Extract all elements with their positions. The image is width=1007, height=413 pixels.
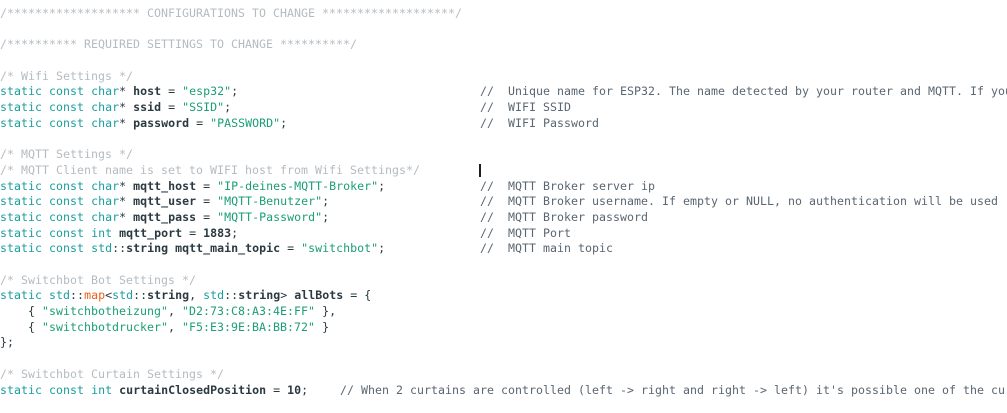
code-line[interactable]: static const char* mqtt_host = "IP-deine…	[0, 179, 1007, 195]
code-text: static const char* ssid = "SSID";	[0, 100, 232, 115]
code-text: static std::map<std::string, std::string…	[0, 288, 372, 303]
inline-comment: // MQTT Broker server ip	[480, 178, 656, 193]
code-text: /* MQTT Client name is set to WIFI host …	[0, 162, 421, 177]
code-line[interactable]: static const char* mqtt_user = "MQTT-Ben…	[0, 194, 1007, 210]
code-text: static const int mqtt_port = 1883;	[0, 225, 239, 240]
trailing-comment: // When 2 curtains are controlled (left …	[340, 382, 1007, 397]
code-text: /* MQTT Settings */	[0, 147, 134, 162]
code-text: static const char* host = "esp32";	[0, 84, 239, 99]
code-line[interactable]: /******************* CONFIGURATIONS TO C…	[0, 6, 1007, 22]
code-line[interactable]	[0, 53, 1007, 69]
code-line[interactable]: };	[0, 335, 1007, 351]
code-text: static const std::string mqtt_main_topic…	[0, 241, 386, 256]
code-line[interactable]: /* Switchbot Curtain Settings */	[0, 367, 1007, 383]
code-line[interactable]: { "switchbotdrucker", "F5:E3:9E:BA:BB:72…	[0, 320, 1007, 336]
code-text: static const char* mqtt_host = "IP-deine…	[0, 178, 386, 193]
code-line[interactable]: static const int mqtt_port = 1883; // MQT…	[0, 226, 1007, 242]
code-text: /* Switchbot Bot Settings */	[0, 272, 197, 287]
code-line[interactable]: static const char* ssid = "SSID"; // WIFI…	[0, 100, 1007, 116]
code-line[interactable]: /* Wifi Settings */	[0, 69, 1007, 85]
inline-comment: // MQTT main topic	[480, 241, 614, 256]
inline-comment: // WIFI Password	[480, 115, 600, 130]
code-line[interactable]: /* MQTT Settings */	[0, 147, 1007, 163]
code-text: };	[0, 335, 15, 350]
code-line[interactable]: static const std::string mqtt_main_topic…	[0, 241, 1007, 257]
text-caret	[479, 163, 481, 178]
code-text: /* Wifi Settings */	[0, 68, 134, 83]
code-line[interactable]	[0, 22, 1007, 38]
code-line[interactable]: /********** REQUIRED SETTINGS TO CHANGE …	[0, 37, 1007, 53]
code-text: /********** REQUIRED SETTINGS TO CHANGE …	[0, 37, 358, 52]
code-text: static const char* password = "PASSWORD"…	[0, 115, 288, 130]
code-line[interactable]: static const char* password = "PASSWORD"…	[0, 116, 1007, 132]
inline-comment: // Unique name for ESP32. The name detec…	[480, 84, 1007, 99]
code-line[interactable]: static const int curtainClosedPosition =…	[0, 383, 1007, 399]
inline-comment: // WIFI SSID	[480, 100, 572, 115]
code-line[interactable]: { "switchbotheizung", "D2:73:C8:A3:4E:FF…	[0, 304, 1007, 320]
code-text: static const int curtainClosedPosition =…	[0, 382, 309, 397]
code-text: /******************* CONFIGURATIONS TO C…	[0, 6, 463, 20]
code-line[interactable]: static std::map<std::string, std::string…	[0, 288, 1007, 304]
code-text: static const char* mqtt_user = "MQTT-Ben…	[0, 194, 330, 209]
code-text: static const char* mqtt_pass = "MQTT-Pas…	[0, 209, 330, 224]
inline-comment: // MQTT Broker username. If empty or NUL…	[480, 194, 999, 209]
code-line[interactable]	[0, 351, 1007, 367]
code-text: { "switchbotheizung", "D2:73:C8:A3:4E:FF…	[0, 304, 337, 319]
code-line[interactable]: static const char* host = "esp32"; // Uni…	[0, 84, 1007, 100]
code-line[interactable]: /* MQTT Client name is set to WIFI host …	[0, 163, 1007, 179]
code-line[interactable]: /* Switchbot Bot Settings */	[0, 273, 1007, 289]
code-text: { "switchbotdrucker", "F5:E3:9E:BA:BB:72…	[0, 319, 330, 334]
code-line[interactable]	[0, 257, 1007, 273]
inline-comment: // MQTT Port	[480, 225, 572, 240]
inline-comment: // MQTT Broker password	[480, 209, 649, 224]
code-text: /* Switchbot Curtain Settings */	[0, 366, 225, 381]
code-line[interactable]: static const char* mqtt_pass = "MQTT-Pas…	[0, 210, 1007, 226]
code-line[interactable]	[0, 132, 1007, 148]
